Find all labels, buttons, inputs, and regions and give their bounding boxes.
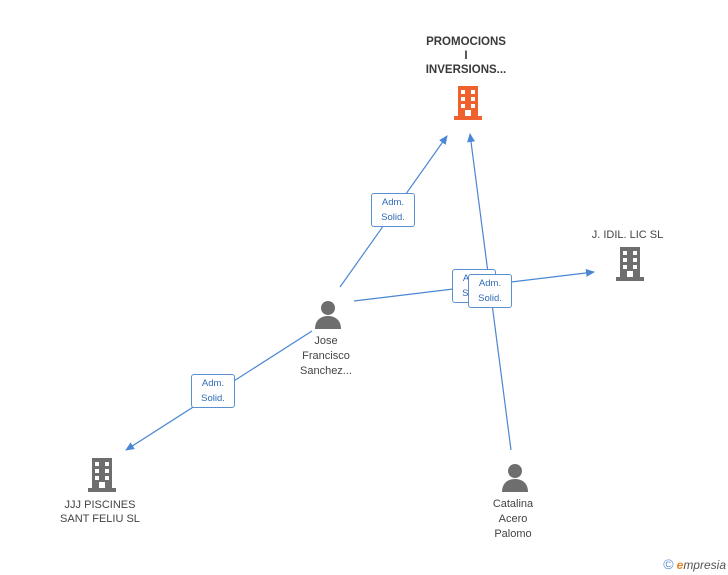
copyright-icon: © [663, 556, 674, 572]
label-line: Palomo [494, 528, 532, 540]
label-line: PROMOCIONS [426, 36, 506, 48]
role-line: Solid. [381, 212, 405, 223]
person-icon[interactable] [500, 462, 530, 497]
building-icon[interactable] [614, 247, 646, 286]
brand-footer[interactable]: ©empresia [663, 556, 726, 572]
role-badge-jose-jjj[interactable]: Adm. Solid. [191, 374, 235, 408]
label-line: Francisco [302, 350, 350, 362]
label-line: I [464, 50, 468, 62]
role-line: Solid. [201, 393, 225, 404]
role-line: Adm. [201, 378, 225, 389]
label-line: J. IDIL. LIC SL [591, 229, 664, 241]
company-label-jjj[interactable]: JJJ PISCINES SANT FELIU SL [40, 498, 160, 526]
label-line: Sanchez... [300, 365, 352, 377]
role-badge-catalina-jidil[interactable]: Adm. Solid. [468, 274, 512, 308]
brand-logo-text: mpresia [683, 558, 726, 572]
label-line: JJJ PISCINES [64, 499, 136, 511]
company-label-jidil[interactable]: J. IDIL. LIC SL [570, 228, 685, 242]
label-line: Jose [314, 335, 338, 347]
label-line: Catalina [492, 498, 534, 510]
building-icon[interactable] [86, 458, 118, 497]
role-line: Solid. [478, 293, 502, 304]
person-label-catalina[interactable]: Catalina Acero Palomo [463, 497, 563, 542]
brand-logo-e: e [676, 558, 684, 572]
label-line: INVERSIONS... [425, 64, 507, 76]
building-icon[interactable] [452, 86, 484, 125]
role-line: Adm. [381, 197, 405, 208]
company-label-promocions[interactable]: PROMOCIONS I INVERSIONS... [406, 35, 526, 77]
label-line: Acero [498, 513, 528, 525]
role-badge-jose-promocions[interactable]: Adm. Solid. [371, 193, 415, 227]
role-line: Adm. [478, 278, 502, 289]
label-line: SANT FELIU SL [60, 513, 140, 525]
person-label-jose[interactable]: Jose Francisco Sanchez... [276, 334, 376, 379]
person-icon[interactable] [313, 299, 343, 334]
